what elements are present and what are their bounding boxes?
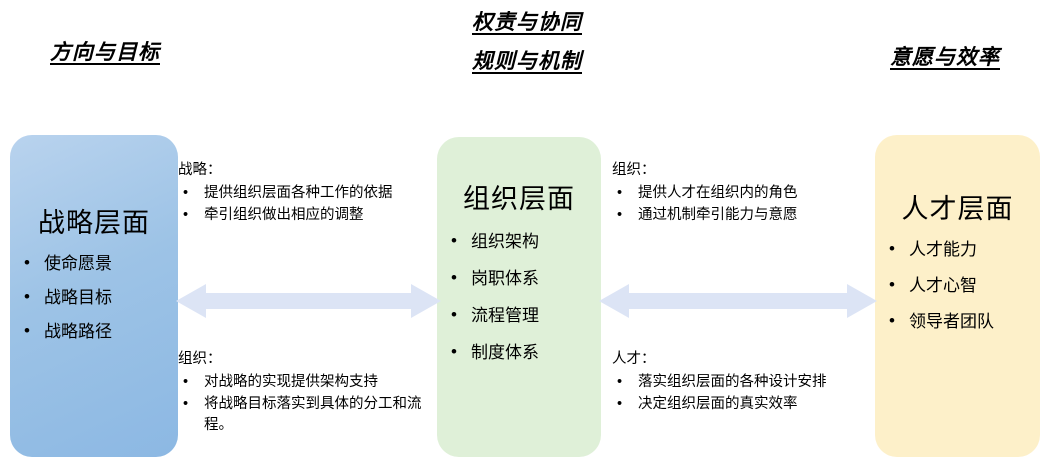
list-item: 组织架构 — [437, 230, 601, 254]
pillar-organization-title: 组织层面 — [463, 184, 575, 214]
note-heading: 战略： — [178, 162, 222, 178]
list-item: 制度体系 — [437, 341, 601, 365]
list-item: 领导者团队 — [875, 310, 1040, 334]
list-item: 人才能力 — [875, 238, 1040, 262]
double-arrow-icon — [176, 284, 441, 318]
list-item: 流程管理 — [437, 304, 601, 328]
pillar-strategy-title: 战略层面 — [38, 208, 150, 238]
double-arrow-icon-organization-talent — [599, 280, 877, 322]
note-list: 提供组织层面各种工作的依据 牵引组织做出相应的调整 — [178, 183, 428, 227]
note-heading: 人才： — [612, 351, 656, 367]
note-heading: 组织： — [612, 162, 656, 178]
pillar-talent[interactable]: 人才层面 人才能力 人才心智 领导者团队 — [875, 135, 1040, 457]
list-item: 提供组织层面各种工作的依据 — [178, 183, 428, 205]
pillar-talent-title: 人才层面 — [901, 194, 1014, 224]
double-arrow-icon-strategy-organization — [176, 280, 441, 322]
double-arrow-icon — [599, 284, 877, 318]
section-header-rules: 规则与机制 — [472, 50, 582, 73]
note-list: 对战略的实现提供架构支持 将战略目标落实到具体的分工和流程。 — [178, 372, 423, 437]
list-item: 牵引组织做出相应的调整 — [178, 205, 428, 227]
double-arrow-shape — [599, 284, 877, 318]
list-item: 战略路径 — [10, 320, 178, 344]
note-list: 提供人才在组织内的角色 通过机制牵引能力与意愿 — [612, 183, 872, 227]
note-list: 落实组织层面的各种设计安排 决定组织层面的真实效率 — [612, 372, 880, 416]
list-item: 对战略的实现提供架构支持 — [178, 372, 423, 394]
note-organization-to-strategy: 组织： 对战略的实现提供架构支持 将战略目标落实到具体的分工和流程。 — [178, 349, 423, 437]
pillar-organization-list: 组织架构 岗职体系 流程管理 制度体系 — [437, 230, 601, 365]
list-item: 落实组织层面的各种设计安排 — [612, 372, 880, 394]
list-item: 提供人才在组织内的角色 — [612, 183, 872, 205]
list-item: 人才心智 — [875, 274, 1040, 298]
section-header-direction: 方向与目标 — [50, 41, 160, 64]
pillar-strategy[interactable]: 战略层面 使命愿景 战略目标 战略路径 — [10, 135, 178, 457]
note-heading: 组织： — [178, 351, 222, 367]
note-talent-to-organization: 人才： 落实组织层面的各种设计安排 决定组织层面的真实效率 — [612, 349, 880, 415]
list-item: 使命愿景 — [10, 252, 178, 276]
pillar-organization[interactable]: 组织层面 组织架构 岗职体系 流程管理 制度体系 — [437, 137, 601, 457]
note-strategy-to-organization: 战略： 提供组织层面各种工作的依据 牵引组织做出相应的调整 — [178, 160, 428, 226]
list-item: 战略目标 — [10, 286, 178, 310]
section-header-willingness: 意愿与效率 — [890, 46, 1000, 69]
list-item: 通过机制牵引能力与意愿 — [612, 205, 872, 227]
list-item: 岗职体系 — [437, 267, 601, 291]
list-item: 决定组织层面的真实效率 — [612, 394, 880, 416]
double-arrow-shape — [176, 284, 441, 318]
list-item: 将战略目标落实到具体的分工和流程。 — [178, 394, 423, 438]
section-header-authority: 权责与协同 — [472, 11, 582, 34]
note-organization-to-talent: 组织： 提供人才在组织内的角色 通过机制牵引能力与意愿 — [612, 160, 872, 226]
pillar-strategy-list: 使命愿景 战略目标 战略路径 — [10, 252, 178, 344]
pillar-talent-list: 人才能力 人才心智 领导者团队 — [875, 238, 1040, 334]
